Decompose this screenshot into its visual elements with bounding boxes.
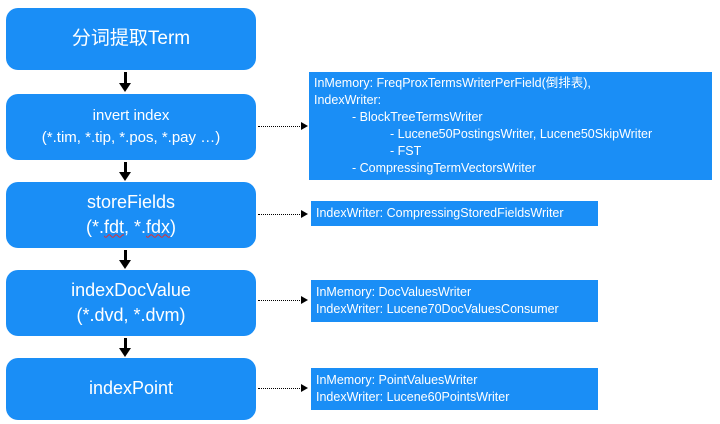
step-store-fields: storeFields (*.fdt, *.fdx) — [6, 182, 256, 248]
connector-point — [258, 384, 308, 392]
note-line: IndexWriter: Lucene70DocValuesConsumer — [316, 302, 559, 316]
arrow-down — [119, 72, 131, 92]
note-line: InMemory: DocValuesWriter — [316, 285, 472, 299]
step-subtitle: (*.tim, *.tip, *.pos, *.pay …) — [41, 129, 221, 146]
note-line: - CompressingTermVectorsWriter — [352, 161, 536, 175]
note-store-fields: IndexWriter: CompressingStoredFieldsWrit… — [311, 201, 598, 226]
arrow-down — [119, 250, 131, 269]
note-line: - FST — [390, 144, 422, 158]
step-title: indexPoint — [88, 378, 174, 399]
note-invert-index: InMemory: FreqProxTermsWriterPerField(倒排… — [309, 72, 712, 180]
step-index-docvalue: indexDocValue (*.dvd, *.dvm) — [6, 270, 256, 336]
note-point: InMemory: PointValuesWriter IndexWriter:… — [311, 368, 598, 410]
step-title: indexDocValue — [71, 279, 191, 300]
arrow-down — [119, 338, 131, 357]
step-invert-index: invert index (*.tim, *.tip, *.pos, *.pay… — [6, 94, 256, 160]
step-title: 分词提取Term — [71, 27, 191, 49]
connector-invert — [258, 122, 308, 130]
note-line: - Lucene50PostingsWriter, Lucene50SkipWr… — [390, 127, 653, 141]
note-line: IndexWriter: CompressingStoredFieldsWrit… — [316, 206, 564, 220]
note-line: InMemory: FreqProxTermsWriterPerField(倒排… — [314, 76, 591, 90]
arrow-down — [119, 162, 131, 181]
step-subtitle: (*.dvd, *.dvm) — [76, 304, 186, 325]
subtitle-part: (*. — [85, 216, 104, 237]
subtitle-part: , *. — [123, 216, 146, 237]
step-title: storeFields — [86, 191, 176, 212]
step-tokenize: 分词提取Term — [6, 8, 256, 70]
subtitle-part: ) — [170, 216, 177, 237]
step-index-point: indexPoint — [6, 358, 256, 420]
note-line: IndexWriter: Lucene60PointsWriter — [316, 390, 510, 404]
connector-docvalue — [258, 296, 308, 304]
step-subtitle: (*.fdt, *.fdx) — [86, 217, 176, 239]
note-line: InMemory: PointValuesWriter — [316, 373, 478, 387]
subtitle-ext-fdt: fdt — [103, 216, 124, 237]
note-docvalue: InMemory: DocValuesWriter IndexWriter: L… — [311, 280, 598, 322]
step-title: invert index — [92, 107, 170, 124]
subtitle-ext-fdx: fdx — [146, 216, 171, 237]
note-line: IndexWriter: — [314, 93, 382, 107]
connector-store — [258, 210, 308, 218]
note-line: - BlockTreeTermsWriter — [352, 110, 483, 124]
